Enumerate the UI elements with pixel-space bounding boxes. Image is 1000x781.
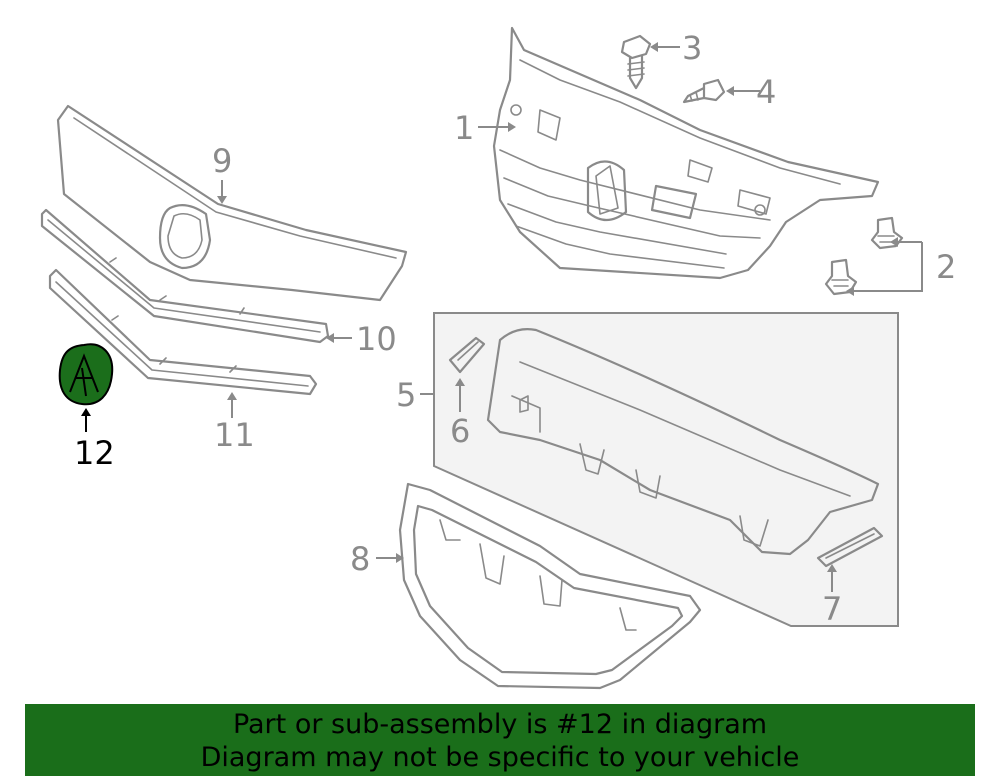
part-5-garnish (486, 328, 880, 556)
part-9-upper-garnish (56, 104, 408, 302)
callout-6: 6 (450, 412, 470, 450)
callout-11: 11 (214, 416, 255, 454)
callout-5: 5 (396, 376, 416, 414)
part-10-molding (40, 208, 330, 344)
callout-12: 12 (74, 434, 115, 472)
parts-diagram: 1 2 3 4 5 6 7 8 9 10 11 12 (40, 26, 956, 690)
callout-2: 2 (936, 248, 956, 286)
part-4-screw (682, 78, 726, 104)
part-3-bolt (620, 34, 652, 90)
callout-8: 8 (350, 540, 370, 578)
footer-line-2: Diagram may not be specific to your vehi… (200, 742, 800, 773)
footer-banner: Part or sub-assembly is #12 in diagram D… (25, 704, 975, 776)
part-7-trim (816, 526, 884, 568)
callout-7: 7 (822, 590, 842, 628)
callout-10: 10 (356, 320, 397, 358)
part-12-emblem (58, 343, 114, 406)
callout-3: 3 (682, 29, 702, 67)
footer-line-1: Part or sub-assembly is #12 in diagram (232, 709, 768, 740)
leader-lines (81, 42, 923, 592)
part-2-clips (824, 216, 904, 296)
part-8-frame (398, 482, 702, 690)
callout-1: 1 (454, 109, 474, 147)
callout-9: 9 (212, 142, 232, 180)
subassembly-box-5 (433, 312, 899, 627)
part-11-lower-molding (48, 268, 318, 396)
part-6-trim (448, 336, 486, 374)
callout-4: 4 (756, 73, 776, 111)
part-1-grille-base (492, 26, 880, 280)
